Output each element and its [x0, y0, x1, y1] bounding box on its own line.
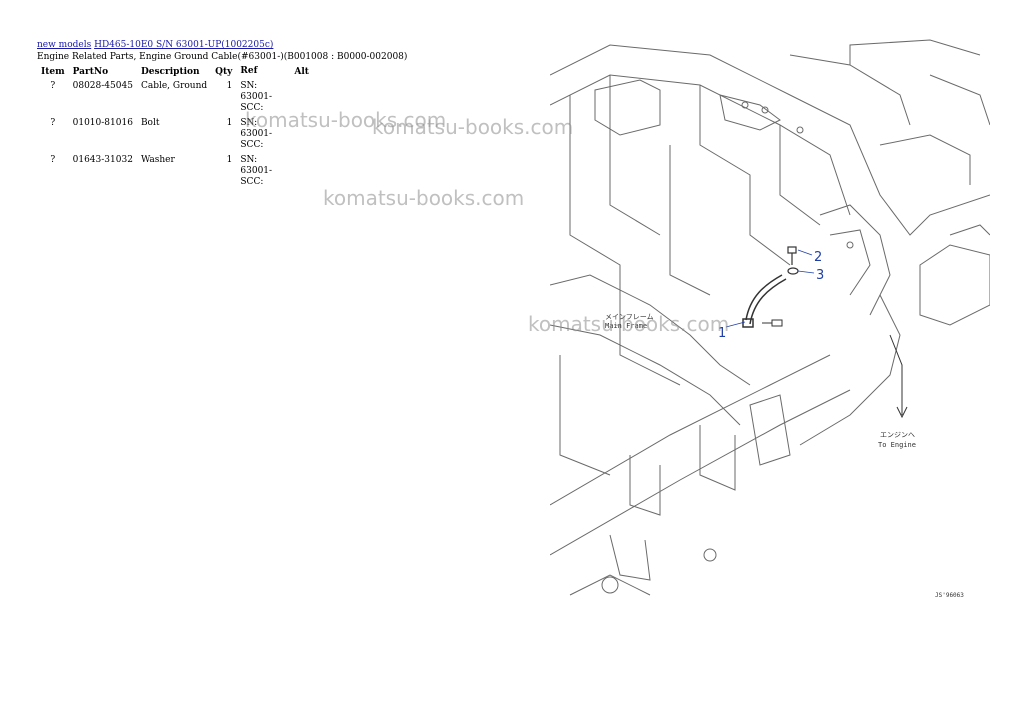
- column-header-alt: Alt: [294, 66, 309, 77]
- label-main-frame-en: Main Frame: [605, 322, 647, 330]
- watermark: komatsu-books.com: [372, 115, 574, 139]
- lower-bolt-drawing: [762, 319, 783, 327]
- column-header-qty: Qty: [215, 66, 233, 77]
- cell-description: Washer: [140, 155, 175, 165]
- callout-leaders: [725, 249, 815, 328]
- column-header-partno: PartNo: [72, 66, 109, 77]
- column-header-description: Description: [140, 66, 200, 77]
- washer-drawing: [787, 267, 799, 275]
- cell-qty: 1: [226, 81, 233, 91]
- cell-alt: [290, 79, 318, 116]
- ground-cable-drawing: [742, 274, 787, 328]
- column-header-ref: Ref: [240, 66, 258, 76]
- breadcrumb-link-model[interactable]: HD465-10E0 S/N 63001-UP(1002205c): [94, 40, 274, 50]
- cell-description: Bolt: [140, 118, 160, 128]
- breadcrumb: new models HD465-10E0 S/N 63001-UP(10022…: [37, 40, 273, 50]
- table-row: ? 01010-81016 Bolt 1 SN: 63001-SCC:: [37, 116, 318, 153]
- cell-ref: SN: 63001-SCC:: [240, 155, 273, 187]
- cell-item: ?: [50, 81, 56, 91]
- parts-table: Item PartNo Description Qty Ref Alt ? 08…: [37, 64, 318, 190]
- callout-1: 1: [718, 326, 726, 341]
- watermark: komatsu-books.com: [323, 186, 525, 210]
- cell-alt: [290, 153, 318, 190]
- cell-alt: [290, 116, 318, 153]
- breadcrumb-link-new-models[interactable]: new models: [37, 40, 92, 50]
- cell-qty: 1: [226, 118, 233, 128]
- figure-code: JS'96063: [935, 592, 964, 599]
- table-row: ? 08028-45045 Cable, Ground 1 SN: 63001-…: [37, 79, 318, 116]
- cell-qty: 1: [226, 155, 233, 165]
- to-engine-arrow: [889, 334, 908, 419]
- cell-partno: 01010-81016: [72, 118, 133, 128]
- parts-diagram: 1 2 3 メインフレーム Main Frame エンジンへ To Engine…: [550, 39, 990, 599]
- column-header-item: Item: [41, 66, 65, 77]
- page-title: Engine Related Parts, Engine Ground Cabl…: [37, 52, 408, 62]
- cell-partno: 01643-31032: [72, 155, 133, 165]
- main-frame-drawing: [550, 39, 990, 596]
- callout-3: 3: [816, 268, 824, 283]
- cell-description: Cable, Ground: [140, 81, 208, 91]
- callout-2: 2: [814, 250, 822, 265]
- table-row: ? 01643-31032 Washer 1 SN: 63001-SCC:: [37, 153, 318, 190]
- cell-ref: SN: 63001-SCC:: [240, 118, 273, 150]
- cell-ref: SN: 63001-SCC:: [240, 81, 273, 113]
- cell-item: ?: [50, 118, 56, 128]
- label-engine-en: To Engine: [878, 441, 916, 449]
- table-header-row: Item PartNo Description Qty Ref Alt: [37, 64, 318, 79]
- cell-partno: 08028-45045: [72, 81, 133, 91]
- label-engine-jp: エンジンへ: [880, 431, 915, 439]
- label-main-frame-jp: メインフレーム: [605, 313, 654, 321]
- cell-item: ?: [50, 155, 56, 165]
- bolt-drawing: [787, 246, 797, 265]
